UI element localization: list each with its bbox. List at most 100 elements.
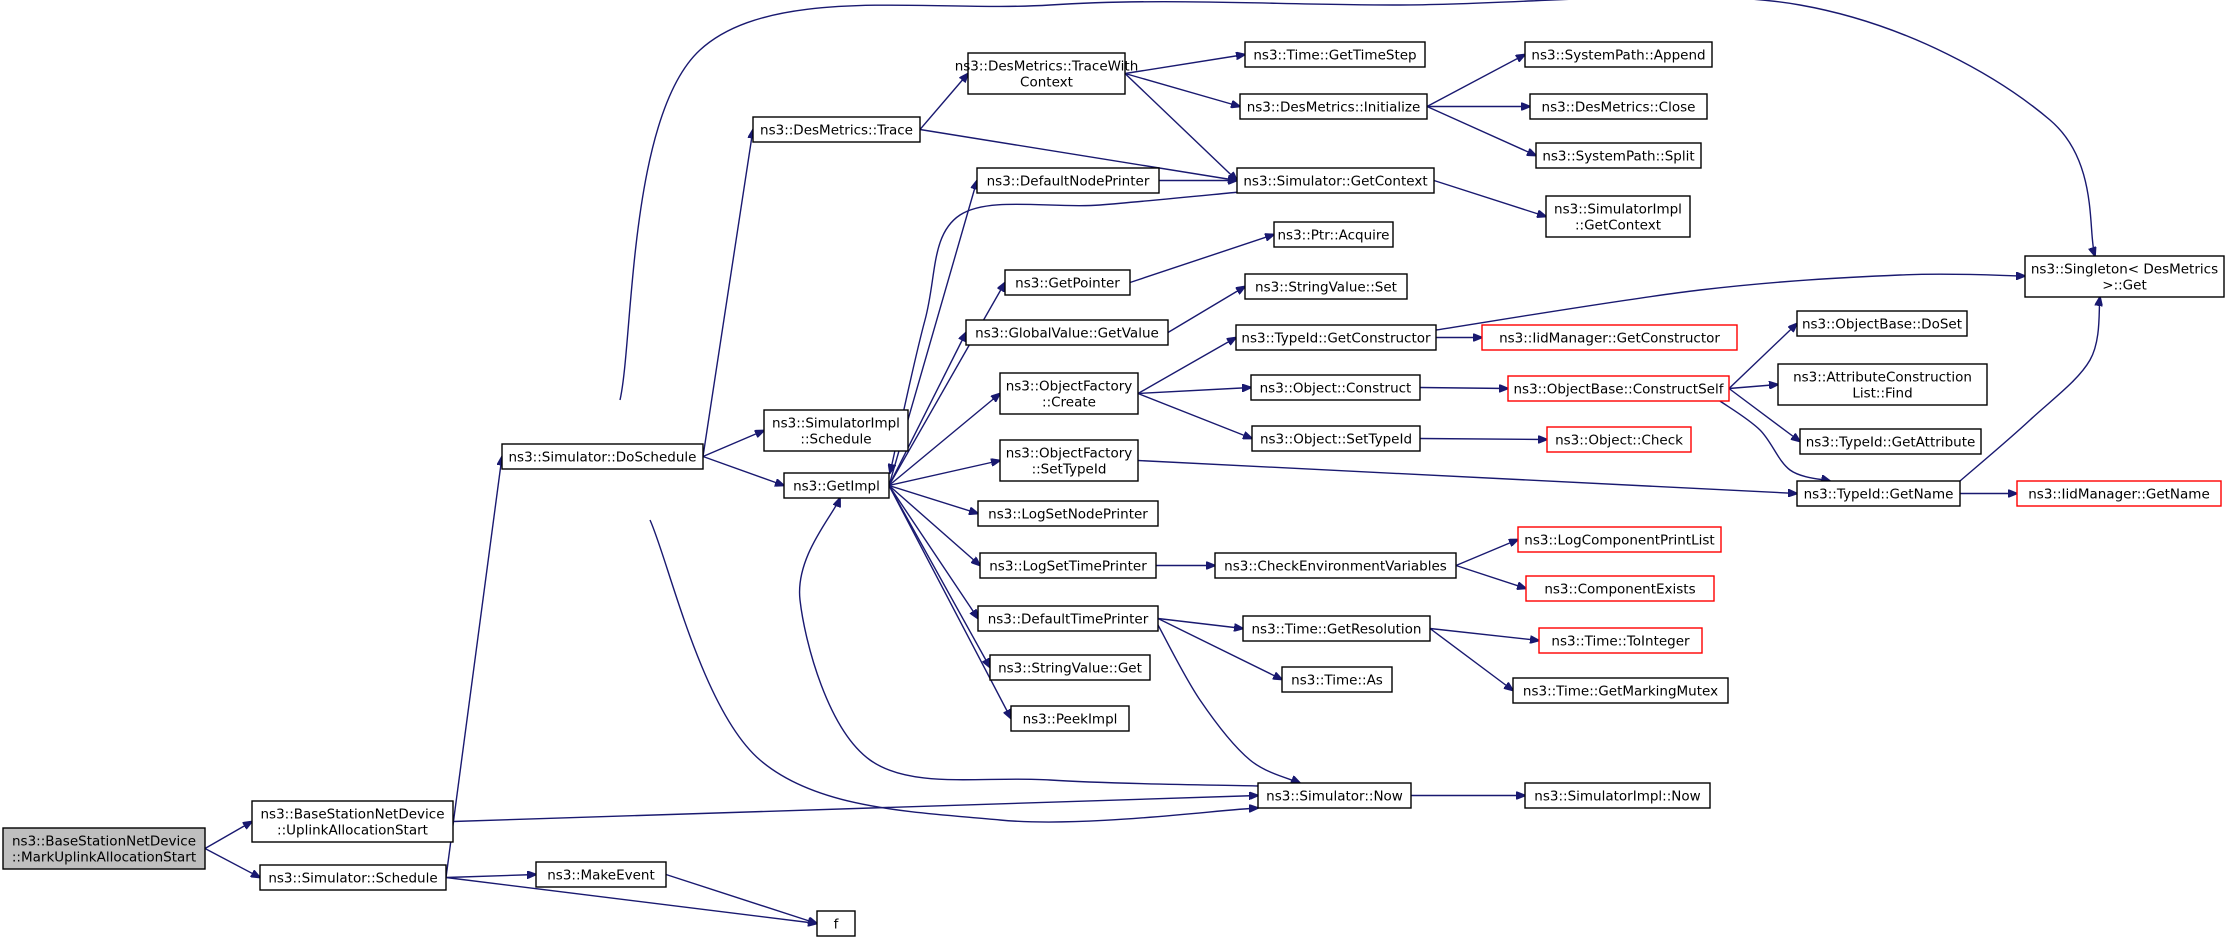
node-dm_close[interactable]: ns3::DesMetrics::Close xyxy=(1529,93,1708,120)
node-label: ns3::LogSetNodePrinter xyxy=(988,507,1148,523)
node-simimpl_now[interactable]: ns3::SimulatorImpl::Now xyxy=(1524,782,1711,809)
node-time_getmarkingmutex[interactable]: ns3::Time::GetMarkingMutex xyxy=(1512,677,1729,704)
edge-dm_initialize-to-sp_append xyxy=(1426,55,1525,108)
node-objectfactory_create[interactable]: ns3::ObjectFactory::Create xyxy=(999,372,1139,415)
node-label: ns3::StringValue::Get xyxy=(998,661,1142,677)
node-logcomponentprintlist[interactable]: ns3::LogComponentPrintList xyxy=(1517,526,1722,553)
node-peekimpl[interactable]: ns3::PeekImpl xyxy=(1010,705,1130,732)
node-time_getresolution[interactable]: ns3::Time::GetResolution xyxy=(1242,615,1431,642)
node-box xyxy=(2,827,206,870)
node-sp_split[interactable]: ns3::SystemPath::Split xyxy=(1535,142,1702,169)
node-typeid_getattribute[interactable]: ns3::TypeId::GetAttribute xyxy=(1799,428,1982,455)
node-typeid_getname[interactable]: ns3::TypeId::GetName xyxy=(1796,480,1961,507)
node-box xyxy=(1799,428,1982,455)
node-box xyxy=(783,472,890,499)
node-simimpl_getcontext[interactable]: ns3::SimulatorImpl::GetContext xyxy=(1545,195,1691,238)
node-sp_append[interactable]: ns3::SystemPath::Append xyxy=(1524,41,1713,68)
node-label: List::Find xyxy=(1852,386,1912,402)
node-label: ns3::StringValue::Set xyxy=(1255,280,1397,296)
node-label: ns3::Simulator::GetContext xyxy=(1243,174,1427,190)
edge-getimpl-to-objectfactory_create xyxy=(888,394,1000,487)
node-label: ns3::Simulator::Schedule xyxy=(268,871,437,887)
node-box xyxy=(1524,782,1711,809)
edge-doschedule-to-desmetrics_trace xyxy=(702,130,753,457)
node-now[interactable]: ns3::Simulator::Now xyxy=(1257,782,1412,809)
edge-schedule-to-doschedule xyxy=(445,457,502,878)
edge-makeevent-to-f xyxy=(665,873,817,924)
node-objectfactory_settypeid[interactable]: ns3::ObjectFactory::SetTypeId xyxy=(999,439,1139,482)
node-object_settypeid[interactable]: ns3::Object::SetTypeId xyxy=(1251,425,1421,452)
node-uplink[interactable]: ns3::BaseStationNetDevice::UplinkAllocat… xyxy=(251,800,454,843)
node-label: ::UplinkAllocationStart xyxy=(277,823,428,839)
node-stringvalue_get[interactable]: ns3::StringValue::Get xyxy=(989,654,1151,681)
node-label: ns3::TypeId::GetName xyxy=(1804,487,1954,503)
node-label: Context xyxy=(1020,75,1073,91)
node-defaulttimeprinter[interactable]: ns3::DefaultTimePrinter xyxy=(977,605,1159,632)
node-label: ns3::LogSetTimePrinter xyxy=(989,559,1147,575)
node-box xyxy=(1524,41,1713,68)
node-label: ns3::Time::As xyxy=(1291,673,1383,689)
node-box xyxy=(1517,526,1722,553)
node-label: f xyxy=(834,917,840,933)
node-doschedule[interactable]: ns3::Simulator::DoSchedule xyxy=(501,443,704,470)
node-label: ns3::Time::GetMarkingMutex xyxy=(1523,684,1718,700)
node-componentexists[interactable]: ns3::ComponentExists xyxy=(1525,575,1715,602)
edge-uplink-to-now xyxy=(452,796,1258,823)
node-box xyxy=(976,167,1160,194)
node-label: ns3::AttributeConstruction xyxy=(1793,370,1972,386)
node-stringvalue_set[interactable]: ns3::StringValue::Set xyxy=(1244,273,1408,300)
edge-time_getresolution-to-time_tointeger xyxy=(1429,627,1539,641)
node-time_as[interactable]: ns3::Time::As xyxy=(1281,666,1393,693)
node-box xyxy=(1010,705,1130,732)
edge-objectfactory_settypeid-to-typeid_getname xyxy=(1137,459,1797,494)
node-desmetrics_trace[interactable]: ns3::DesMetrics::Trace xyxy=(752,116,921,143)
node-objectbase_doset[interactable]: ns3::ObjectBase::DoSet xyxy=(1796,310,1968,337)
node-label: ns3::DesMetrics::Close xyxy=(1542,100,1696,116)
node-label: ::Create xyxy=(1042,395,1096,411)
node-label: ns3::IidManager::GetConstructor xyxy=(1499,331,1720,347)
node-defaultnodeprinter[interactable]: ns3::DefaultNodePrinter xyxy=(976,167,1160,194)
node-globalvalue_getvalue[interactable]: ns3::GlobalValue::GetValue xyxy=(965,319,1169,346)
node-schedule[interactable]: ns3::Simulator::Schedule xyxy=(259,864,447,891)
node-singleton_get[interactable]: ns3::Singleton< DesMetrics>::Get xyxy=(2024,255,2225,298)
node-getimpl[interactable]: ns3::GetImpl xyxy=(783,472,890,499)
edge-root-to-uplink xyxy=(204,822,252,850)
node-getpointer[interactable]: ns3::GetPointer xyxy=(1004,269,1131,296)
edge-getimpl-to-defaulttimeprinter xyxy=(888,485,978,619)
node-box xyxy=(1529,93,1708,120)
edge-schedule-to-f xyxy=(445,876,817,924)
node-label: ns3::SimulatorImpl xyxy=(1554,202,1682,218)
node-constructself[interactable]: ns3::ObjectBase::ConstructSelf xyxy=(1507,375,1730,402)
edge-checkenv-to-logcomponentprintlist xyxy=(1455,540,1518,567)
node-box xyxy=(977,605,1159,632)
node-label: ns3::Object::Construct xyxy=(1260,381,1412,397)
node-label: ns3::IidManager::GetName xyxy=(2028,487,2210,503)
node-time_tointeger[interactable]: ns3::Time::ToInteger xyxy=(1538,627,1703,654)
node-iid_getconstructor[interactable]: ns3::IidManager::GetConstructor xyxy=(1481,324,1738,351)
node-object_check[interactable]: ns3::Object::Check xyxy=(1546,426,1692,453)
edge-constructself-to-typeid_getattribute xyxy=(1728,387,1800,442)
node-checkenv[interactable]: ns3::CheckEnvironmentVariables xyxy=(1214,552,1457,579)
edge-constructself-to-acl_find xyxy=(1728,385,1778,389)
node-ptr_acquire[interactable]: ns3::Ptr::Acquire xyxy=(1273,221,1394,248)
node-makeevent[interactable]: ns3::MakeEvent xyxy=(535,861,667,888)
node-iid_getname[interactable]: ns3::IidManager::GetName xyxy=(2016,480,2222,507)
node-typeid_getconstructor[interactable]: ns3::TypeId::GetConstructor xyxy=(1235,324,1437,351)
node-simimpl_schedule[interactable]: ns3::SimulatorImpl::Schedule xyxy=(763,409,909,452)
node-label: ns3::BaseStationNetDevice xyxy=(260,807,444,823)
node-box xyxy=(501,443,704,470)
edge-defaulttimeprinter-to-time_getresolution xyxy=(1157,617,1243,629)
node-object_construct[interactable]: ns3::Object::Construct xyxy=(1250,374,1421,401)
node-f[interactable]: f xyxy=(816,910,856,937)
node-gettimestep[interactable]: ns3::Time::GetTimeStep xyxy=(1244,41,1426,68)
node-label: ns3::Simulator::DoSchedule xyxy=(509,450,697,466)
node-logsetnodeprinter[interactable]: ns3::LogSetNodePrinter xyxy=(977,500,1159,527)
node-logsettimeprinter[interactable]: ns3::LogSetTimePrinter xyxy=(979,552,1157,579)
edge-schedule-to-makeevent xyxy=(445,875,536,878)
node-getcontext[interactable]: ns3::Simulator::GetContext xyxy=(1236,167,1435,194)
node-dm_initialize[interactable]: ns3::DesMetrics::Initialize xyxy=(1239,93,1428,120)
node-box xyxy=(1257,782,1412,809)
